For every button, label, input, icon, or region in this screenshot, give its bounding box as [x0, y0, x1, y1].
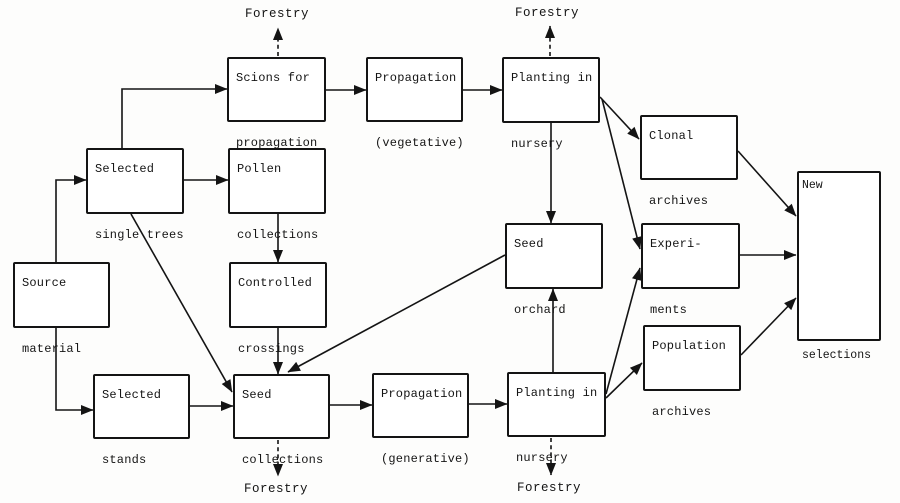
node-propagation-vegetative-line-0: Propagation — [375, 71, 457, 85]
node-seed-collections-line-1: collections — [242, 453, 324, 467]
edge-selected-single-trees-to-seed-collections — [130, 213, 233, 393]
node-scions-for-propagation-line-1: propagation — [236, 136, 318, 150]
edge-source-material-to-selected-stands — [55, 328, 94, 415]
edge-clonal-archives-to-outcomes — [737, 150, 797, 217]
node-experiments: Experi-ments — [641, 223, 740, 317]
label-forestry-top-left: Forestry — [245, 7, 310, 21]
node-selected-single-trees-line-0: Selected — [95, 162, 155, 176]
node-outcomes-line-0: New — [802, 179, 823, 192]
node-selected-stands-line-0: Selected — [102, 388, 162, 402]
node-selected-single-trees-line-1: single trees — [95, 228, 184, 242]
node-seed-collections-line-0: Seed — [242, 388, 272, 402]
node-pollen-collections: Pollen collections — [228, 148, 326, 242]
edge-planting-in-nursery-top-to-experiments — [601, 98, 642, 250]
edge-selected-single-trees-to-scions-for-propagation — [121, 84, 228, 148]
node-experiments-line-0: Experi- — [650, 237, 702, 251]
node-controlled-crossings-line-0: Controlled — [238, 276, 313, 290]
node-propagation-vegetative: Propagation (vegetative) — [366, 57, 464, 150]
edge-planting-in-nursery-top-to-clonal-archives — [599, 96, 640, 140]
node-source-material-line-1: material — [22, 342, 82, 356]
node-seed-orchard: Seed orchard — [505, 223, 603, 317]
node-clonal-archives-line-1: archives — [649, 194, 709, 208]
node-seed-orchard-line-1: orchard — [514, 303, 566, 317]
node-population-archives: Population archives — [643, 325, 741, 419]
node-pollen-collections-line-1: collections — [237, 228, 319, 242]
edge-planting-in-nursery-bottom-to-population-archives — [605, 362, 643, 399]
edge-source-material-to-selected-single-trees — [55, 175, 87, 262]
node-planting-in-nursery-bottom: Planting in nursery — [507, 372, 606, 465]
node-controlled-crossings: Controlled crossings — [229, 262, 327, 356]
node-scions-for-propagation: Scions for propagation — [227, 57, 326, 150]
node-controlled-crossings-line-1: crossings — [238, 342, 305, 356]
node-population-archives-line-1: archives — [652, 405, 712, 419]
node-experiments-line-1: ments — [650, 303, 688, 317]
node-scions-for-propagation-line-0: Scions for — [236, 71, 311, 85]
node-planting-in-nursery-top: Planting in nursery — [502, 57, 600, 151]
node-planting-in-nursery-bottom-line-0: Planting in — [516, 386, 598, 400]
node-source-material: Source material — [13, 262, 110, 356]
node-source-material-line-0: Source — [22, 276, 67, 290]
node-outcomes-line-1: selections — [802, 349, 872, 362]
node-clonal-archives-line-0: Clonal — [649, 129, 694, 143]
node-selected-stands-line-1: stands — [102, 453, 147, 467]
node-population-archives-line-0: Population — [652, 339, 727, 353]
label-forestry-bottom-right: Forestry — [517, 481, 582, 495]
node-pollen-collections-line-0: Pollen — [237, 162, 282, 176]
node-propagation-generative-line-0: Propagation — [381, 387, 463, 401]
node-seed-collections: Seed collections — [233, 374, 330, 467]
node-planting-in-nursery-top-line-0: Planting in — [511, 71, 593, 85]
edge-population-archives-to-outcomes — [740, 297, 797, 356]
node-selected-single-trees: Selected single trees — [86, 148, 184, 242]
node-planting-in-nursery-top-line-1: nursery — [511, 137, 563, 151]
node-planting-in-nursery-bottom-line-1: nursery — [516, 451, 568, 465]
node-clonal-archives: Clonal archives — [640, 115, 738, 208]
node-selected-stands: Selected stands — [93, 374, 190, 467]
node-seed-orchard-line-0: Seed — [514, 237, 544, 251]
node-propagation-vegetative-line-1: (vegetative) — [375, 136, 464, 150]
label-forestry-bottom-left: Forestry — [244, 482, 309, 496]
edges-group — [55, 25, 797, 477]
edge-seed-orchard-to-seed-collections — [287, 254, 506, 373]
node-propagation-generative: Propagation (generative) — [372, 373, 470, 466]
label-forestry-top-right: Forestry — [515, 6, 580, 20]
node-propagation-generative-line-1: (generative) — [381, 452, 470, 466]
edge-planting-in-nursery-bottom-to-experiments — [605, 267, 642, 395]
